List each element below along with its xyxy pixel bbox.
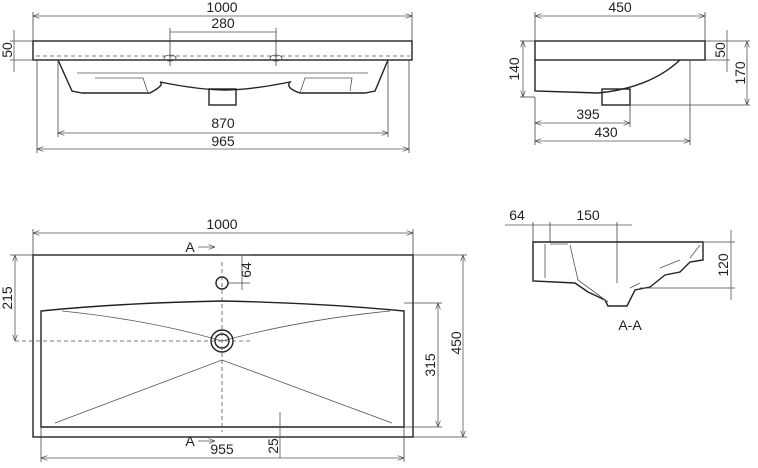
dim-width-total: 1000 xyxy=(206,0,237,15)
countertop-slab xyxy=(32,40,413,61)
dim-front-height: 140 xyxy=(506,57,522,81)
dim-bowl-width-top: 955 xyxy=(210,441,234,457)
section-profile xyxy=(532,241,704,307)
top-view: 1000 A A 64 215 450 315 25 955 xyxy=(0,216,467,462)
dim-top-height: 50 xyxy=(0,42,15,58)
dim-bowl-center: 150 xyxy=(576,207,600,223)
dim-bowl-width: 870 xyxy=(211,115,235,131)
dim-section-height: 120 xyxy=(715,253,731,277)
section-mark-bottom: A xyxy=(185,433,195,449)
drain-side xyxy=(601,88,631,106)
bowl-top-outline xyxy=(40,300,405,428)
dim-tap-spacing: 280 xyxy=(211,15,235,31)
section-label: A-A xyxy=(618,317,642,333)
side-view: 450 140 50 170 395 430 xyxy=(506,0,750,145)
dim-rim-front: 25 xyxy=(265,438,281,454)
dim-drain-offset: 395 xyxy=(576,106,600,122)
dim-top-depth: 450 xyxy=(448,331,464,355)
dim-base-width: 965 xyxy=(211,133,235,149)
dim-drain-offset-top: 215 xyxy=(0,286,15,310)
dim-wall: 64 xyxy=(509,207,525,223)
dim-top-width: 1000 xyxy=(206,216,237,232)
dim-tap-offset: 64 xyxy=(238,262,254,278)
section-view: 64 150 120 A-A xyxy=(505,207,735,333)
dim-top-height-side: 50 xyxy=(712,42,728,58)
section-mark-top: A xyxy=(185,239,195,255)
bowl-side-outline xyxy=(534,59,681,94)
dim-bowl-depth-top: 315 xyxy=(422,353,438,377)
bowl-outline xyxy=(57,59,389,94)
countertop-side xyxy=(534,40,706,61)
dim-depth: 450 xyxy=(608,0,632,15)
dim-total-height: 170 xyxy=(732,61,748,85)
front-view: 1000 280 870 965 50 xyxy=(0,0,413,153)
drain-outlet xyxy=(208,88,237,106)
dim-bowl-depth: 430 xyxy=(594,124,618,140)
